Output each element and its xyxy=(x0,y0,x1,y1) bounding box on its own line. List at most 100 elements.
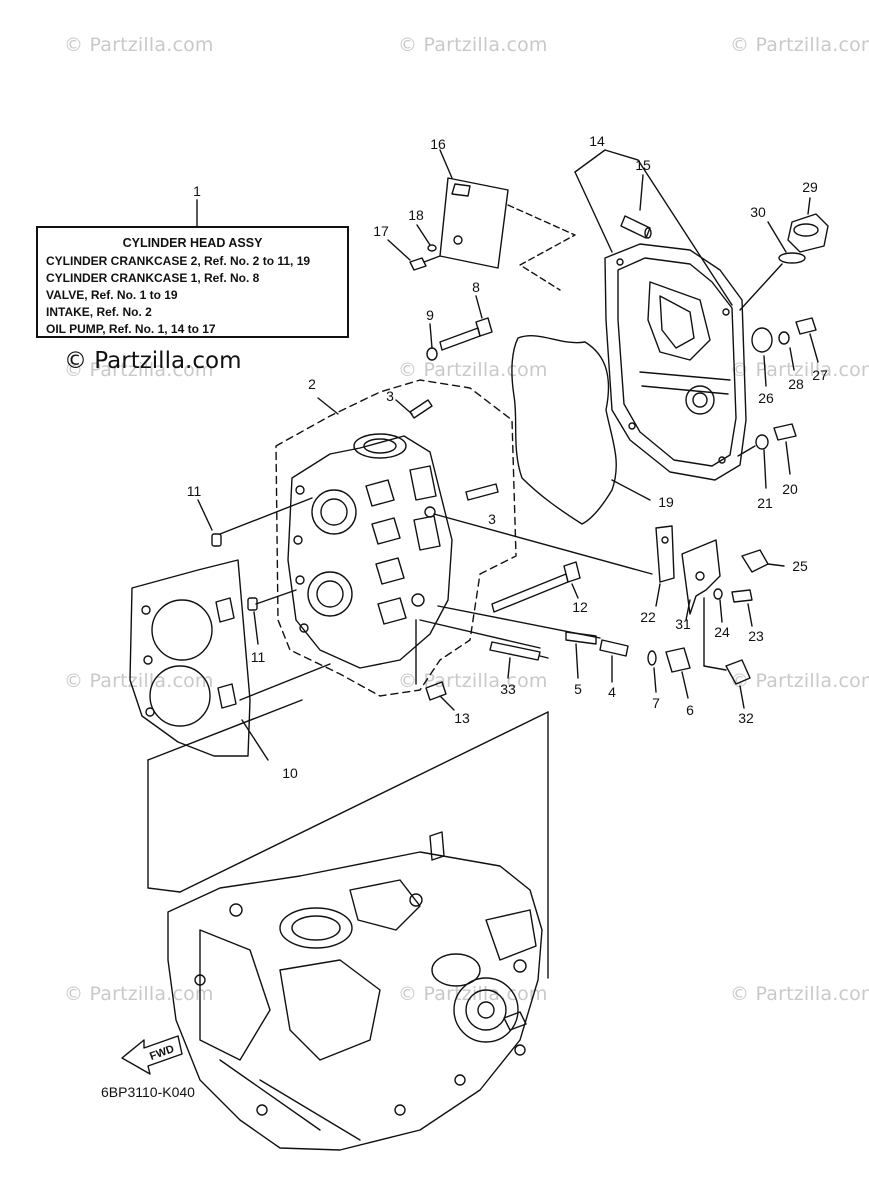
callout-3[interactable]: 3 xyxy=(488,511,496,527)
combustion-chamber-2 xyxy=(307,571,353,617)
callout-13[interactable]: 13 xyxy=(454,710,470,726)
callout-32[interactable]: 32 xyxy=(738,710,754,726)
leader-line xyxy=(395,399,413,415)
callout-20[interactable]: 20 xyxy=(782,481,798,497)
leader-line xyxy=(507,657,511,679)
watermark: © Partzilla.com xyxy=(730,670,869,692)
cylinder-head-frame xyxy=(275,379,517,697)
callout-31[interactable]: 31 xyxy=(675,616,691,632)
sensor-33 xyxy=(489,641,541,661)
washer-24 xyxy=(713,588,723,600)
leader-line xyxy=(197,499,213,531)
callout-28[interactable]: 28 xyxy=(788,376,804,392)
bracket-31 xyxy=(681,539,721,615)
leader-line xyxy=(737,445,756,457)
legend-title: CYLINDER HEAD ASSY xyxy=(122,236,263,250)
bolt-27 xyxy=(795,317,817,335)
callout-27[interactable]: 27 xyxy=(812,367,828,383)
watermark: © Partzilla.com xyxy=(398,670,548,692)
o-ring-30 xyxy=(778,252,806,264)
callout-8[interactable]: 8 xyxy=(472,279,480,295)
leader-line xyxy=(789,347,795,371)
callout-6[interactable]: 6 xyxy=(686,702,694,718)
callout-21[interactable]: 21 xyxy=(757,495,773,511)
callout-30[interactable]: 30 xyxy=(750,204,766,220)
callout-11[interactable]: 11 xyxy=(250,649,266,665)
callout-29[interactable]: 29 xyxy=(802,179,818,195)
callout-14[interactable]: 14 xyxy=(589,133,605,149)
oil-pump-cover-plate xyxy=(439,177,509,269)
washer-9 xyxy=(426,347,438,361)
crankcase-cover xyxy=(604,243,747,481)
callout-7[interactable]: 7 xyxy=(652,695,660,711)
watermark: © Partzilla.com xyxy=(64,359,214,381)
watermark: © Partzilla.com xyxy=(730,34,869,56)
callout-19[interactable]: 19 xyxy=(658,494,674,510)
plate-detail xyxy=(451,183,471,197)
leader-line xyxy=(739,685,745,709)
callout-11[interactable]: 11 xyxy=(186,483,202,499)
leader-line xyxy=(253,611,259,645)
callout-12[interactable]: 12 xyxy=(572,599,588,615)
callout-24[interactable]: 24 xyxy=(714,624,730,640)
holder-32 xyxy=(725,659,751,685)
callout-3[interactable]: 3 xyxy=(386,388,394,404)
cover-boss xyxy=(685,385,715,415)
plug-3b xyxy=(465,483,499,501)
dowel-pin-15 xyxy=(620,215,651,239)
o-ring-7 xyxy=(647,650,657,666)
watermark: © Partzilla.com xyxy=(730,983,869,1005)
callout-17[interactable]: 17 xyxy=(373,223,389,239)
plug-3a xyxy=(409,399,433,419)
callout-25[interactable]: 25 xyxy=(792,558,808,574)
crank-bore-top xyxy=(279,907,353,949)
legend-line: INTAKE, Ref. No. 2 xyxy=(46,305,152,319)
head-water-port xyxy=(353,433,407,459)
legend-line: VALVE, Ref. No. 1 to 19 xyxy=(46,288,178,302)
leader-line xyxy=(747,603,753,627)
callout-15[interactable]: 15 xyxy=(635,157,651,173)
leader-line xyxy=(475,295,483,319)
bracket-plate-22 xyxy=(655,525,675,583)
leader-line xyxy=(429,323,433,349)
bolt-20 xyxy=(773,423,797,441)
callout-33[interactable]: 33 xyxy=(500,681,516,697)
leader-line xyxy=(767,563,785,567)
cover-inner-rim xyxy=(617,257,737,467)
crank-bore-end xyxy=(453,977,519,1043)
leader-line xyxy=(241,719,269,761)
dashed-leader xyxy=(507,204,576,291)
legend-line: OIL PUMP, Ref. No. 1, 14 to 17 xyxy=(46,322,216,336)
leader-line xyxy=(655,583,661,607)
callout-5[interactable]: 5 xyxy=(574,681,582,697)
fitting-6 xyxy=(665,647,691,673)
callout-10[interactable]: 10 xyxy=(282,765,298,781)
washer-28 xyxy=(778,331,790,345)
callout-22[interactable]: 22 xyxy=(640,609,656,625)
leader-line xyxy=(685,599,691,621)
callout-23[interactable]: 23 xyxy=(748,628,764,644)
leader-line xyxy=(785,441,791,475)
callout-9[interactable]: 9 xyxy=(426,307,434,323)
leader-line-14 xyxy=(574,149,639,173)
callout-2[interactable]: 2 xyxy=(308,376,316,392)
callout-16[interactable]: 16 xyxy=(430,136,446,152)
cylinder-head xyxy=(287,435,453,669)
callout-26[interactable]: 26 xyxy=(758,390,774,406)
combustion-chamber-1 xyxy=(311,489,357,535)
callout-4[interactable]: 4 xyxy=(608,684,616,700)
leader-line xyxy=(416,224,431,246)
callout-1[interactable]: 1 xyxy=(193,183,201,199)
oil-filler-cap-29 xyxy=(787,213,829,253)
watermark: © Partzilla.com xyxy=(398,359,548,381)
sleeve-4 xyxy=(599,639,629,657)
leader-line xyxy=(317,397,339,415)
leader-line xyxy=(571,583,579,599)
callout-18[interactable]: 18 xyxy=(408,207,424,223)
leader-line xyxy=(575,643,579,679)
watermark: © Partzilla.com xyxy=(64,670,214,692)
leader-line xyxy=(439,149,453,179)
gasket-19 xyxy=(511,335,617,525)
leader-line xyxy=(653,667,657,693)
